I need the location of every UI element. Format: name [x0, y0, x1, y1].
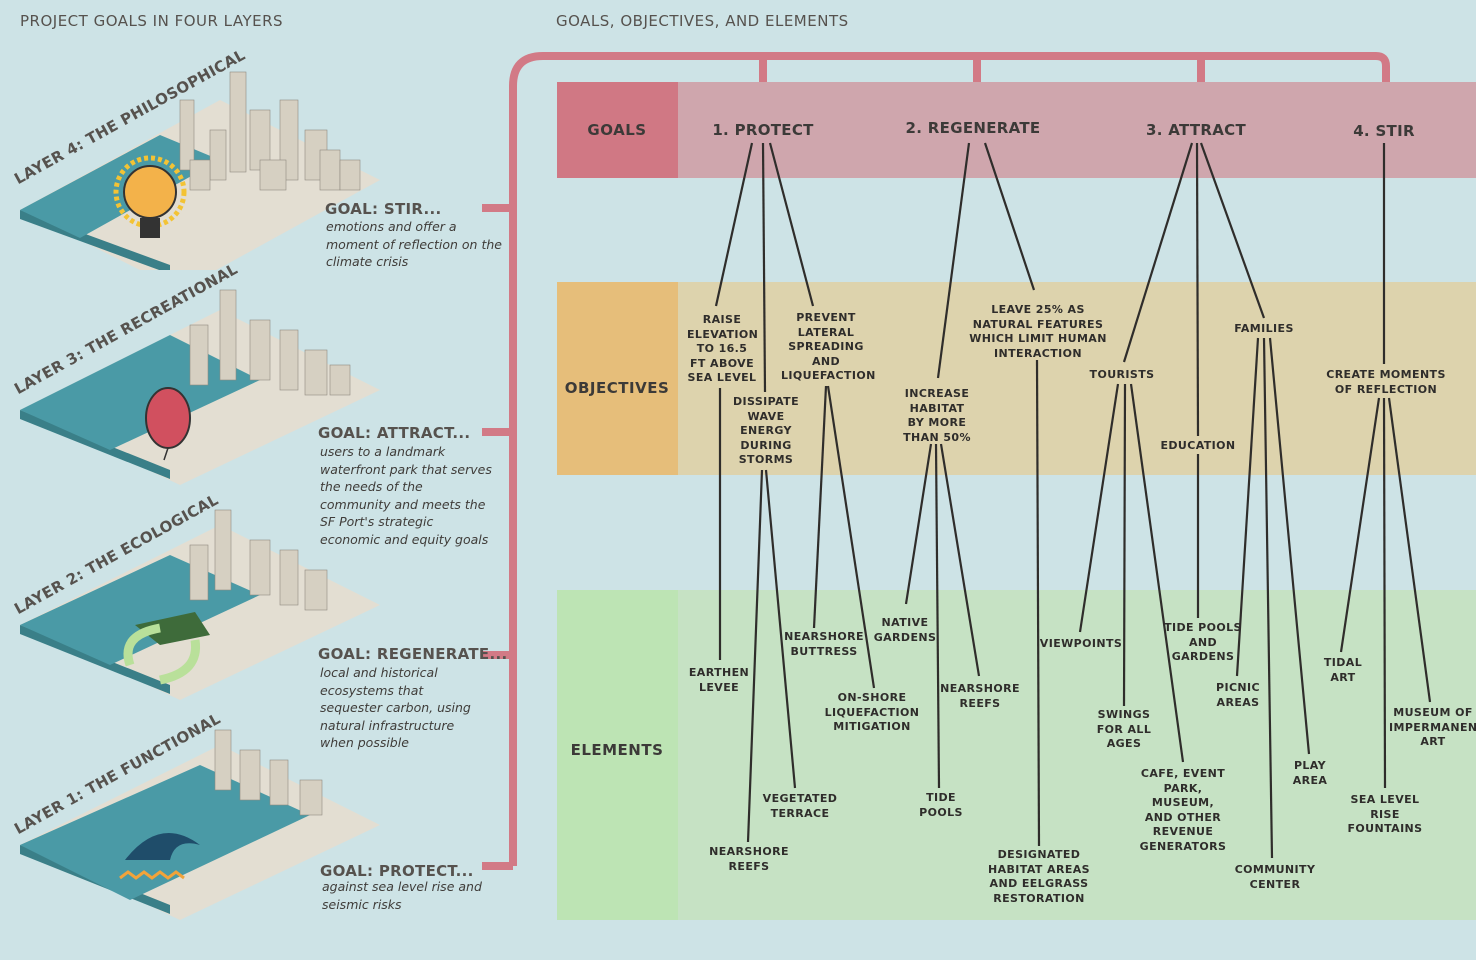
objective-prevent-lateral: PREVENT LATERAL SPREADING AND LIQUEFACTI… [781, 311, 876, 382]
element-cafe-revenue: CAFE, EVENT PARK, MUSEUM, AND OTHER REVE… [1139, 767, 1227, 853]
right-heading: GOALS, OBJECTIVES, AND ELEMENTS [556, 12, 849, 30]
element-community-center: COMMUNITY CENTER [1234, 863, 1316, 891]
layer-2-goal: GOAL: REGENERATE... [318, 645, 508, 663]
connector-lines [714, 142, 1432, 859]
element-liquefaction-mitigation: ON-SHORE LIQUEFACTION MITIGATION [824, 691, 920, 733]
objectives-label-cell [557, 282, 678, 475]
element-museum-impermanent: MUSEUM OF IMPERMANENT ART [1389, 706, 1476, 748]
layer-4-panel: LAYER 4: THE PHILOSOPHICAL GOAL: STIR...… [0, 46, 560, 275]
objective-raise-elevation: RAISE ELEVATION TO 16.5 FT ABOVE SEA LEV… [687, 313, 759, 384]
element-native-gardens: NATIVE GARDENS [873, 616, 937, 644]
city-model-3 [20, 289, 380, 485]
element-viewpoints: VIEWPOINTS [1039, 637, 1123, 650]
objective-dissipate-wave: DISSIPATE WAVE ENERGY DURING STORMS [733, 395, 799, 466]
layer-3-goal: GOAL: ATTRACT... [318, 424, 471, 442]
objectives-band [557, 282, 1476, 475]
element-vegetated-terrace: VEGETATED TERRACE [762, 792, 838, 820]
objective-families: FAMILIES [1234, 322, 1294, 335]
goal-attract: 3. ATTRACT [1145, 121, 1246, 139]
layer-2-desc: local and historical ecosystems that seq… [320, 665, 471, 750]
layer-1-panel: LAYER 1: THE FUNCTIONAL GOAL: PROTECT...… [0, 709, 560, 935]
element-picnic-areas: PICNIC AREAS [1216, 681, 1260, 709]
element-nearshore-reefs-regenerate: NEARSHORE REEFS [940, 682, 1020, 710]
element-designated-habitat: DESIGNATED HABITAT AREAS AND EELGRASS RE… [988, 848, 1090, 905]
elements-band [557, 590, 1476, 920]
element-sea-level-fountains: SEA LEVEL RISE FOUNTAINS [1347, 793, 1423, 835]
element-nearshore-reefs-protect: NEARSHORE REEFS [709, 845, 789, 873]
balloon-icon [145, 387, 191, 461]
left-heading: PROJECT GOALS IN FOUR LAYERS [20, 12, 284, 30]
layer-1-goal: GOAL: PROTECT... [320, 862, 474, 880]
goal-regenerate: 2. REGENERATE [905, 119, 1041, 137]
band-label-objectives: OBJECTIVES [564, 379, 670, 397]
layer-3-desc: users to a landmark waterfront park that… [320, 444, 492, 547]
objective-leave-natural: LEAVE 25% AS NATURAL FEATURES WHICH LIMI… [969, 303, 1107, 360]
wave-icon [119, 833, 200, 880]
objective-education: EDUCATION [1160, 439, 1236, 452]
layer-bracket [482, 52, 1390, 870]
objective-create-moments: CREATE MOMENTS OF REFLECTION [1326, 368, 1446, 396]
element-nearshore-buttress: NEARSHORE BUTTRESS [784, 630, 864, 658]
city-model-1 [20, 729, 380, 920]
layer-2-panel: LAYER 2: THE ECOLOGICAL GOAL: REGENERATE… [0, 491, 560, 750]
element-tidal-art: TIDAL ART [1323, 656, 1363, 684]
city-model-2 [20, 509, 380, 700]
elements-label-cell [557, 590, 678, 920]
layer-4-desc: emotions and offer a moment of reflectio… [326, 219, 502, 269]
goal-protect: 1. PROTECT [712, 121, 814, 139]
layer-4-goal: GOAL: STIR... [325, 200, 442, 218]
layer-3-panel: LAYER 3: THE RECREATIONAL GOAL: ATTRACT.… [0, 260, 560, 547]
layer-1-desc: against sea level rise and seismic risks [322, 879, 482, 912]
recycle-arrows-icon [123, 623, 201, 685]
goal-stir: 4. STIR [1353, 122, 1415, 140]
objective-tourists: TOURISTS [1089, 368, 1155, 381]
element-earthen-levee: EARTHEN LEVEE [688, 666, 750, 694]
band-label-elements: ELEMENTS [570, 741, 664, 759]
goals-label-cell [557, 82, 678, 178]
element-swings: SWINGS FOR ALL AGES [1096, 708, 1152, 750]
objective-increase-habitat: INCREASE HABITAT BY MORE THAN 50% [903, 387, 971, 444]
element-tide-pools-gardens: TIDE POOLS AND GARDENS [1164, 621, 1242, 663]
element-play-area: PLAY AREA [1292, 759, 1328, 787]
lightbulb-icon [113, 155, 187, 238]
band-label-goals: GOALS [587, 121, 647, 139]
city-model-4 [20, 71, 380, 270]
goals-band [557, 82, 1476, 178]
element-tide-pools: TIDE POOLS [919, 791, 963, 819]
